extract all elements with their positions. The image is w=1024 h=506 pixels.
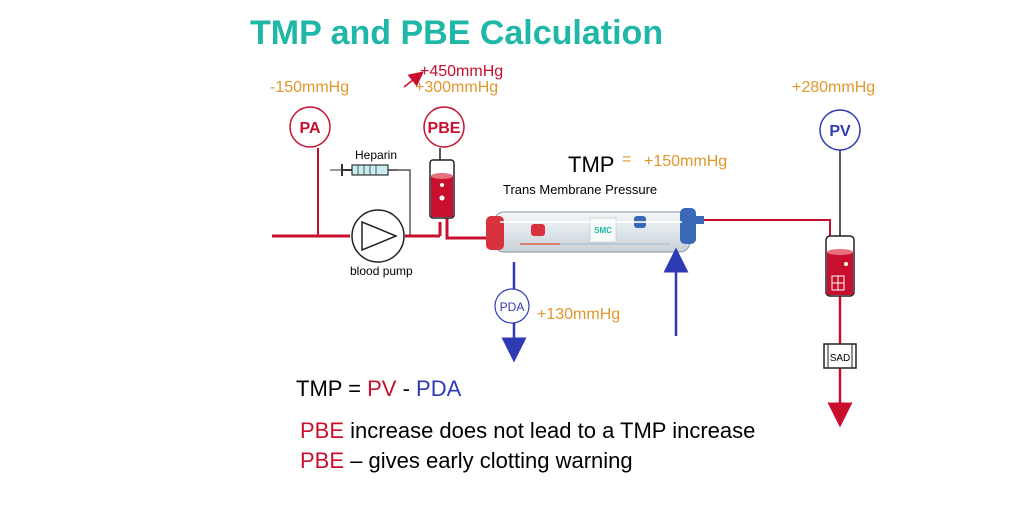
pa-gauge: PA bbox=[289, 106, 331, 148]
tmp-pressure-value: +150mmHg bbox=[644, 153, 728, 170]
pbe-gauge-label: PBE bbox=[428, 120, 461, 137]
sad-detector: SAD bbox=[823, 343, 857, 369]
note-term: PBE bbox=[300, 418, 345, 443]
formula-lhs: TMP = bbox=[296, 376, 368, 401]
arterial-line bbox=[272, 148, 488, 240]
pbe-high-pressure-value: +450mmHg bbox=[420, 63, 504, 80]
heparin-label: Heparin bbox=[355, 148, 398, 162]
formula-minus: - bbox=[396, 376, 417, 401]
formula-pv: PV bbox=[367, 376, 397, 401]
note-text: increase does not lead to a TMP increase bbox=[344, 418, 756, 443]
pda-pressure-value: +130mmHg bbox=[537, 306, 621, 323]
tmp-full-label: Trans Membrane Pressure bbox=[503, 182, 658, 197]
note-text: – gives early clotting warning bbox=[344, 448, 633, 473]
heparin-syringe-icon bbox=[330, 164, 411, 236]
pda-gauge: PDA bbox=[494, 288, 530, 324]
pbe-pressure-value: +300mmHg bbox=[415, 79, 499, 96]
formula-pda: PDA bbox=[416, 376, 462, 401]
note-line-2: PBE – gives early clotting warning bbox=[300, 448, 633, 474]
note-line-1: PBE increase does not lead to a TMP incr… bbox=[300, 418, 755, 444]
pda-gauge-label: PDA bbox=[500, 300, 525, 314]
pv-gauge-label: PV bbox=[829, 123, 851, 140]
venous-line bbox=[704, 150, 853, 428]
dialysate-lines bbox=[501, 247, 689, 363]
dialyzer-icon: SMC bbox=[486, 208, 704, 253]
tmp-label: TMP bbox=[568, 152, 615, 177]
venous-chamber-icon bbox=[825, 235, 855, 297]
pbe-gauge: PBE bbox=[423, 106, 465, 148]
page-title: TMP and PBE Calculation bbox=[250, 14, 664, 52]
pbe-chamber-icon bbox=[429, 148, 455, 219]
pv-gauge: PV bbox=[819, 109, 861, 151]
pv-pressure-value: +280mmHg bbox=[792, 79, 876, 96]
blood-pump-label: blood pump bbox=[350, 264, 413, 278]
pa-gauge-label: PA bbox=[299, 120, 320, 137]
blood-pump-icon bbox=[351, 209, 405, 263]
tmp-formula: TMP = PV - PDA bbox=[296, 376, 461, 402]
sad-label: SAD bbox=[830, 353, 851, 364]
note-term: PBE bbox=[300, 448, 345, 473]
tmp-equals: = bbox=[622, 151, 632, 168]
pa-pressure-value: -150mmHg bbox=[270, 79, 350, 96]
dialyzer-brand-label: SMC bbox=[594, 226, 612, 235]
pbe-increase-arrow-icon bbox=[403, 71, 424, 88]
